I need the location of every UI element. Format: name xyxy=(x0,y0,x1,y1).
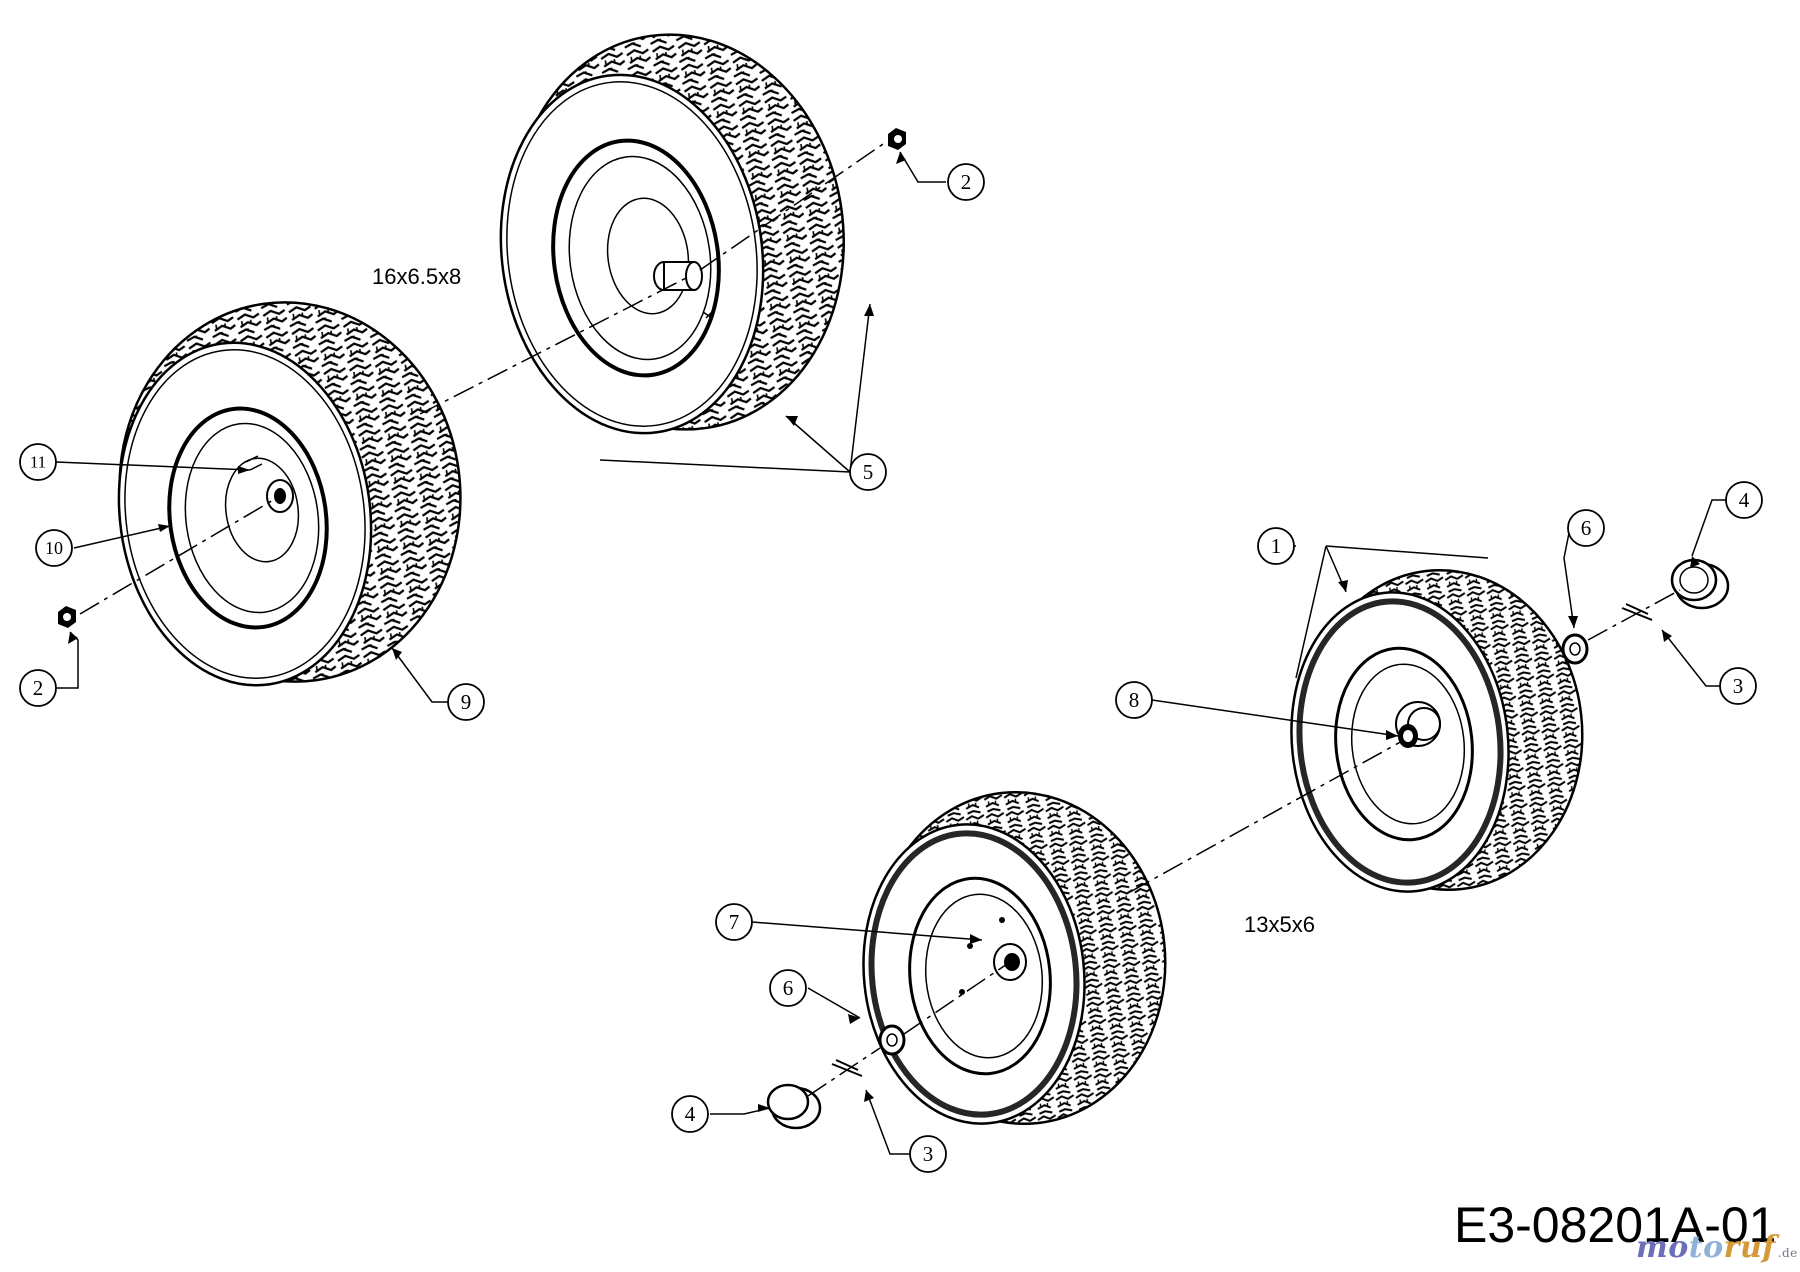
watermark-logo: motoruf.de xyxy=(1636,1230,1798,1265)
leader-lines xyxy=(55,151,1726,1155)
callout-number: 8 xyxy=(1129,688,1140,712)
callout-2-upper: 2 xyxy=(947,163,985,201)
callout-8: 8 xyxy=(1115,681,1153,719)
callout-11: 11 xyxy=(19,443,57,481)
front-wheel-left xyxy=(862,790,1167,1126)
callout-3-right: 3 xyxy=(1719,667,1757,705)
callout-number: 2 xyxy=(961,170,972,194)
callout-4-left: 4 xyxy=(671,1095,709,1133)
callout-number: 3 xyxy=(1733,674,1744,698)
callout-10: 10 xyxy=(35,529,73,567)
front-axis-line xyxy=(807,589,1681,1097)
watermark-part: to xyxy=(1688,1230,1724,1265)
hex-bolt-icon xyxy=(58,606,76,628)
callout-number: 5 xyxy=(863,460,874,484)
watermark-part: mo xyxy=(1636,1230,1689,1265)
callout-number: 4 xyxy=(685,1102,696,1126)
hub-cap-icon xyxy=(1670,558,1730,610)
washer-icon xyxy=(1561,633,1589,665)
callout-number: 1 xyxy=(1271,534,1282,558)
callout-6-right: 6 xyxy=(1567,509,1605,547)
callout-number: 3 xyxy=(923,1142,934,1166)
washer-icon xyxy=(878,1024,906,1056)
callout-7: 7 xyxy=(715,903,753,941)
rear-axis-line xyxy=(79,141,887,615)
callout-number: 11 xyxy=(30,453,46,472)
callout-4-right: 4 xyxy=(1725,481,1763,519)
hex-bolt-icon xyxy=(888,128,906,150)
callout-number: 6 xyxy=(783,976,794,1000)
callout-5: 5 xyxy=(849,453,887,491)
callout-number: 10 xyxy=(45,538,63,558)
watermark-part: ruf xyxy=(1723,1230,1776,1265)
drawing-number: E3-08201A-01 xyxy=(1454,1197,1776,1253)
callout-3-left: 3 xyxy=(909,1135,947,1173)
clip-pin-icon xyxy=(1621,603,1653,621)
watermark-part: .de xyxy=(1777,1246,1798,1260)
rear-tire-size-label: 16x6.5x8 xyxy=(372,264,461,289)
callout-number: 6 xyxy=(1581,516,1592,540)
leader-arrowheads xyxy=(68,152,1700,1112)
callout-number: 4 xyxy=(1739,488,1750,512)
callout-number: 7 xyxy=(729,910,740,934)
callout-number: 9 xyxy=(461,690,472,714)
rear-wheel-upper xyxy=(499,33,845,435)
callout-9: 9 xyxy=(447,683,485,721)
hub-cap-icon xyxy=(766,1083,822,1130)
callout-6-left: 6 xyxy=(769,969,807,1007)
callout-1: 1 xyxy=(1257,527,1295,565)
front-wheel-right xyxy=(1290,568,1584,893)
front-tire-size-label: 13x5x6 xyxy=(1244,912,1315,937)
callout-number: 2 xyxy=(33,676,44,700)
callout-2-lower: 2 xyxy=(19,669,57,707)
rear-wheel-lower xyxy=(117,301,462,687)
